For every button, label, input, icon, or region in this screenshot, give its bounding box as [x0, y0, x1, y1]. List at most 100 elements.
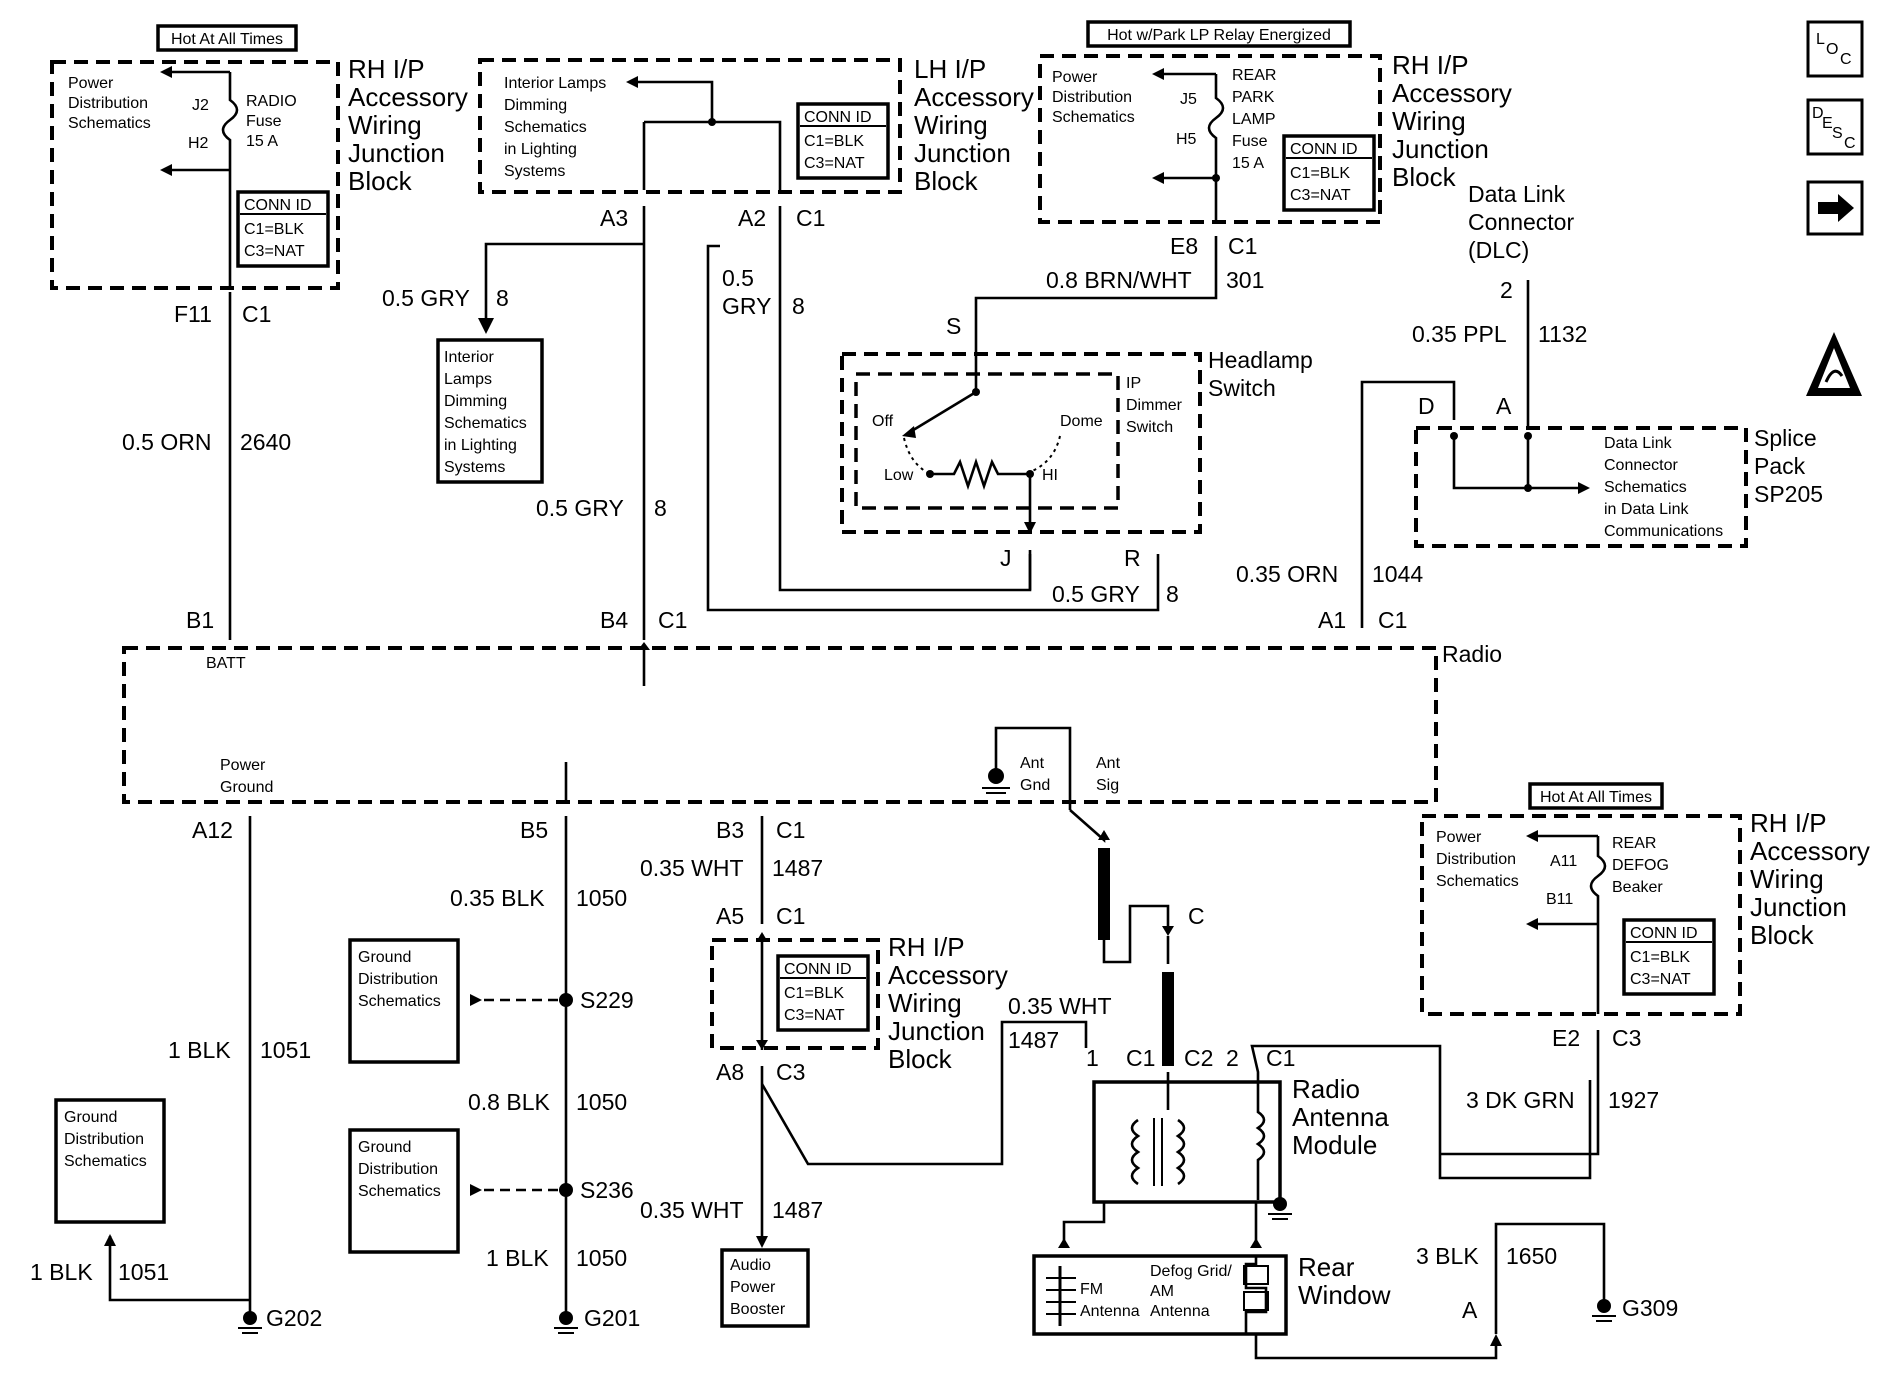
dlc-schem-label: in Data Link	[1604, 501, 1689, 518]
conn-id-line: C1=BLK	[784, 985, 844, 1002]
conn-id-box: CONN ID C1=BLK C3=NAT	[1622, 918, 1716, 996]
interior-lamps-label: in Lighting	[444, 437, 517, 454]
conn-id-line: C3=NAT	[804, 155, 865, 172]
pin-label: C1	[1266, 1045, 1295, 1071]
pin-label: C1	[796, 205, 825, 231]
power-dist-label: Distribution	[1052, 89, 1132, 106]
wire-label: 1487	[772, 855, 823, 881]
conn-id-line: C3=NAT	[244, 243, 305, 260]
pin-label: A8	[716, 1059, 744, 1085]
interior-lamps-label: Dimming	[504, 97, 567, 114]
wire-label: 0.35 WHT	[640, 855, 744, 881]
ground-dist-label: Distribution	[64, 1131, 144, 1148]
antenna-module-label: Radio	[1292, 1074, 1360, 1104]
arrow-right-icon	[1818, 194, 1854, 222]
pin-label: E8	[1170, 233, 1198, 259]
jb-name-line: RH I/P	[1750, 808, 1827, 838]
jb-name-line: Wiring	[1750, 864, 1824, 894]
power-dist-label: Distribution	[1436, 851, 1516, 868]
jb-name-line: Accessory	[914, 82, 1034, 112]
conn-id-line: C3=NAT	[784, 1007, 845, 1024]
dlc-schem-label: Data Link	[1604, 435, 1673, 452]
audio-booster-label: Audio	[730, 1257, 771, 1274]
conn-id-line: C3=NAT	[1290, 187, 1351, 204]
wire-label: 3 BLK	[1416, 1243, 1479, 1269]
jb-name-line: Block	[348, 166, 413, 196]
ground-dist-label: Ground	[358, 949, 411, 966]
next-page-button[interactable]	[1806, 180, 1864, 236]
interior-lamps-label: Systems	[444, 459, 505, 476]
esd-warning-icon	[1806, 332, 1862, 396]
power-dist-label: Schematics	[1436, 873, 1519, 890]
interior-lamps-box: Interior Lamps Dimming Schematics in Lig…	[436, 338, 544, 484]
headlamp-label: Switch	[1208, 375, 1276, 401]
ground-dist-label: Schematics	[64, 1153, 147, 1170]
defog-grid-icon	[1243, 1256, 1269, 1334]
jb-name-line: Wiring	[1392, 106, 1466, 136]
jb-name-line: LH I/P	[914, 54, 986, 84]
wire-label: 301	[1226, 267, 1264, 293]
ground-symbol-icon	[1592, 1299, 1616, 1322]
ant-gnd-label: Gnd	[1020, 777, 1050, 794]
jb-name-line: Wiring	[348, 110, 422, 140]
audio-booster-label: Power	[730, 1279, 776, 1296]
antenna-module-label: Antenna	[1292, 1102, 1389, 1132]
pin-label: A5	[716, 903, 744, 929]
conn-id-line: C1=BLK	[1630, 949, 1690, 966]
pin-label: A3	[600, 205, 628, 231]
ground-symbol-icon	[1268, 1197, 1292, 1220]
dlc-schem-label: Schematics	[1604, 479, 1687, 496]
interior-lamps-label: Systems	[504, 163, 565, 180]
pin-label: R	[1124, 545, 1141, 571]
power-dist-label: Power	[68, 75, 114, 92]
wire-label: 1487	[1008, 1027, 1059, 1053]
conn-id-box: CONN ID C1=BLK C3=NAT	[776, 954, 870, 1032]
splice-pack-label: Pack	[1754, 453, 1806, 479]
dlc-label: (DLC)	[1468, 237, 1529, 263]
dome-position-label: Dome	[1060, 413, 1103, 430]
conn-id-line: C1=BLK	[244, 221, 304, 238]
conn-id-line: C1=BLK	[1290, 165, 1350, 182]
ground-distribution-box: Ground Distribution Schematics	[348, 1128, 460, 1254]
headlamp-label: Headlamp	[1208, 347, 1313, 373]
conn-id-box: CONN ID C1=BLK C3=NAT	[1282, 134, 1376, 212]
rh-jb-bottom-right: Hot At All Times RH I/P Accessory Wiring…	[1420, 782, 1870, 1051]
power-dist-label: Power	[1052, 69, 1098, 86]
wire-label: 0.35 WHT	[640, 1197, 744, 1223]
interior-lamps-label: Schematics	[504, 119, 587, 136]
wire-label: 8	[792, 293, 805, 319]
jb-name-line: Accessory	[1392, 78, 1512, 108]
conn-id-box: CONN ID C1=BLK C3=NAT	[236, 190, 330, 268]
audio-booster-label: Booster	[730, 1301, 786, 1318]
jb-name-line: Junction	[888, 1016, 985, 1046]
wire-label: 1050	[576, 885, 627, 911]
wire-label: 0.5 GRY	[1052, 581, 1140, 607]
pin-label: C1	[776, 903, 805, 929]
desc-button[interactable]: D E S C	[1806, 98, 1864, 156]
splice-pack-sp205: Splice Pack SP205 Data Link Connector Sc…	[1414, 425, 1823, 548]
pin-label: C1	[1228, 233, 1257, 259]
pin-label: B5	[520, 817, 548, 843]
interior-lamps-label: Schematics	[444, 415, 527, 432]
ground-distribution-box: Ground Distribution Schematics	[348, 938, 460, 1064]
fm-antenna-label: Antenna	[1080, 1303, 1140, 1320]
pin-label: 1	[1086, 1045, 1099, 1071]
pin-label: 2	[1226, 1045, 1239, 1071]
conn-id-line: CONN ID	[1630, 925, 1698, 942]
ant-sig-label: Ant	[1096, 755, 1121, 772]
pin-label: E2	[1552, 1025, 1580, 1051]
pin-label: 2	[1500, 277, 1513, 303]
pin-label: H5	[1176, 131, 1197, 148]
pin-label: C1	[776, 817, 805, 843]
jb-name-line: Junction	[914, 138, 1011, 168]
wire-label: 8	[1166, 581, 1179, 607]
fm-antenna-icon	[1046, 1266, 1076, 1326]
pin-label: C1	[658, 607, 687, 633]
svg-text:D: D	[1812, 105, 1824, 122]
jb-name-line: Block	[1750, 920, 1815, 950]
pin-label: D	[1418, 393, 1435, 419]
pin-label: C3	[776, 1059, 805, 1085]
loc-button[interactable]: L O C	[1806, 20, 1864, 78]
